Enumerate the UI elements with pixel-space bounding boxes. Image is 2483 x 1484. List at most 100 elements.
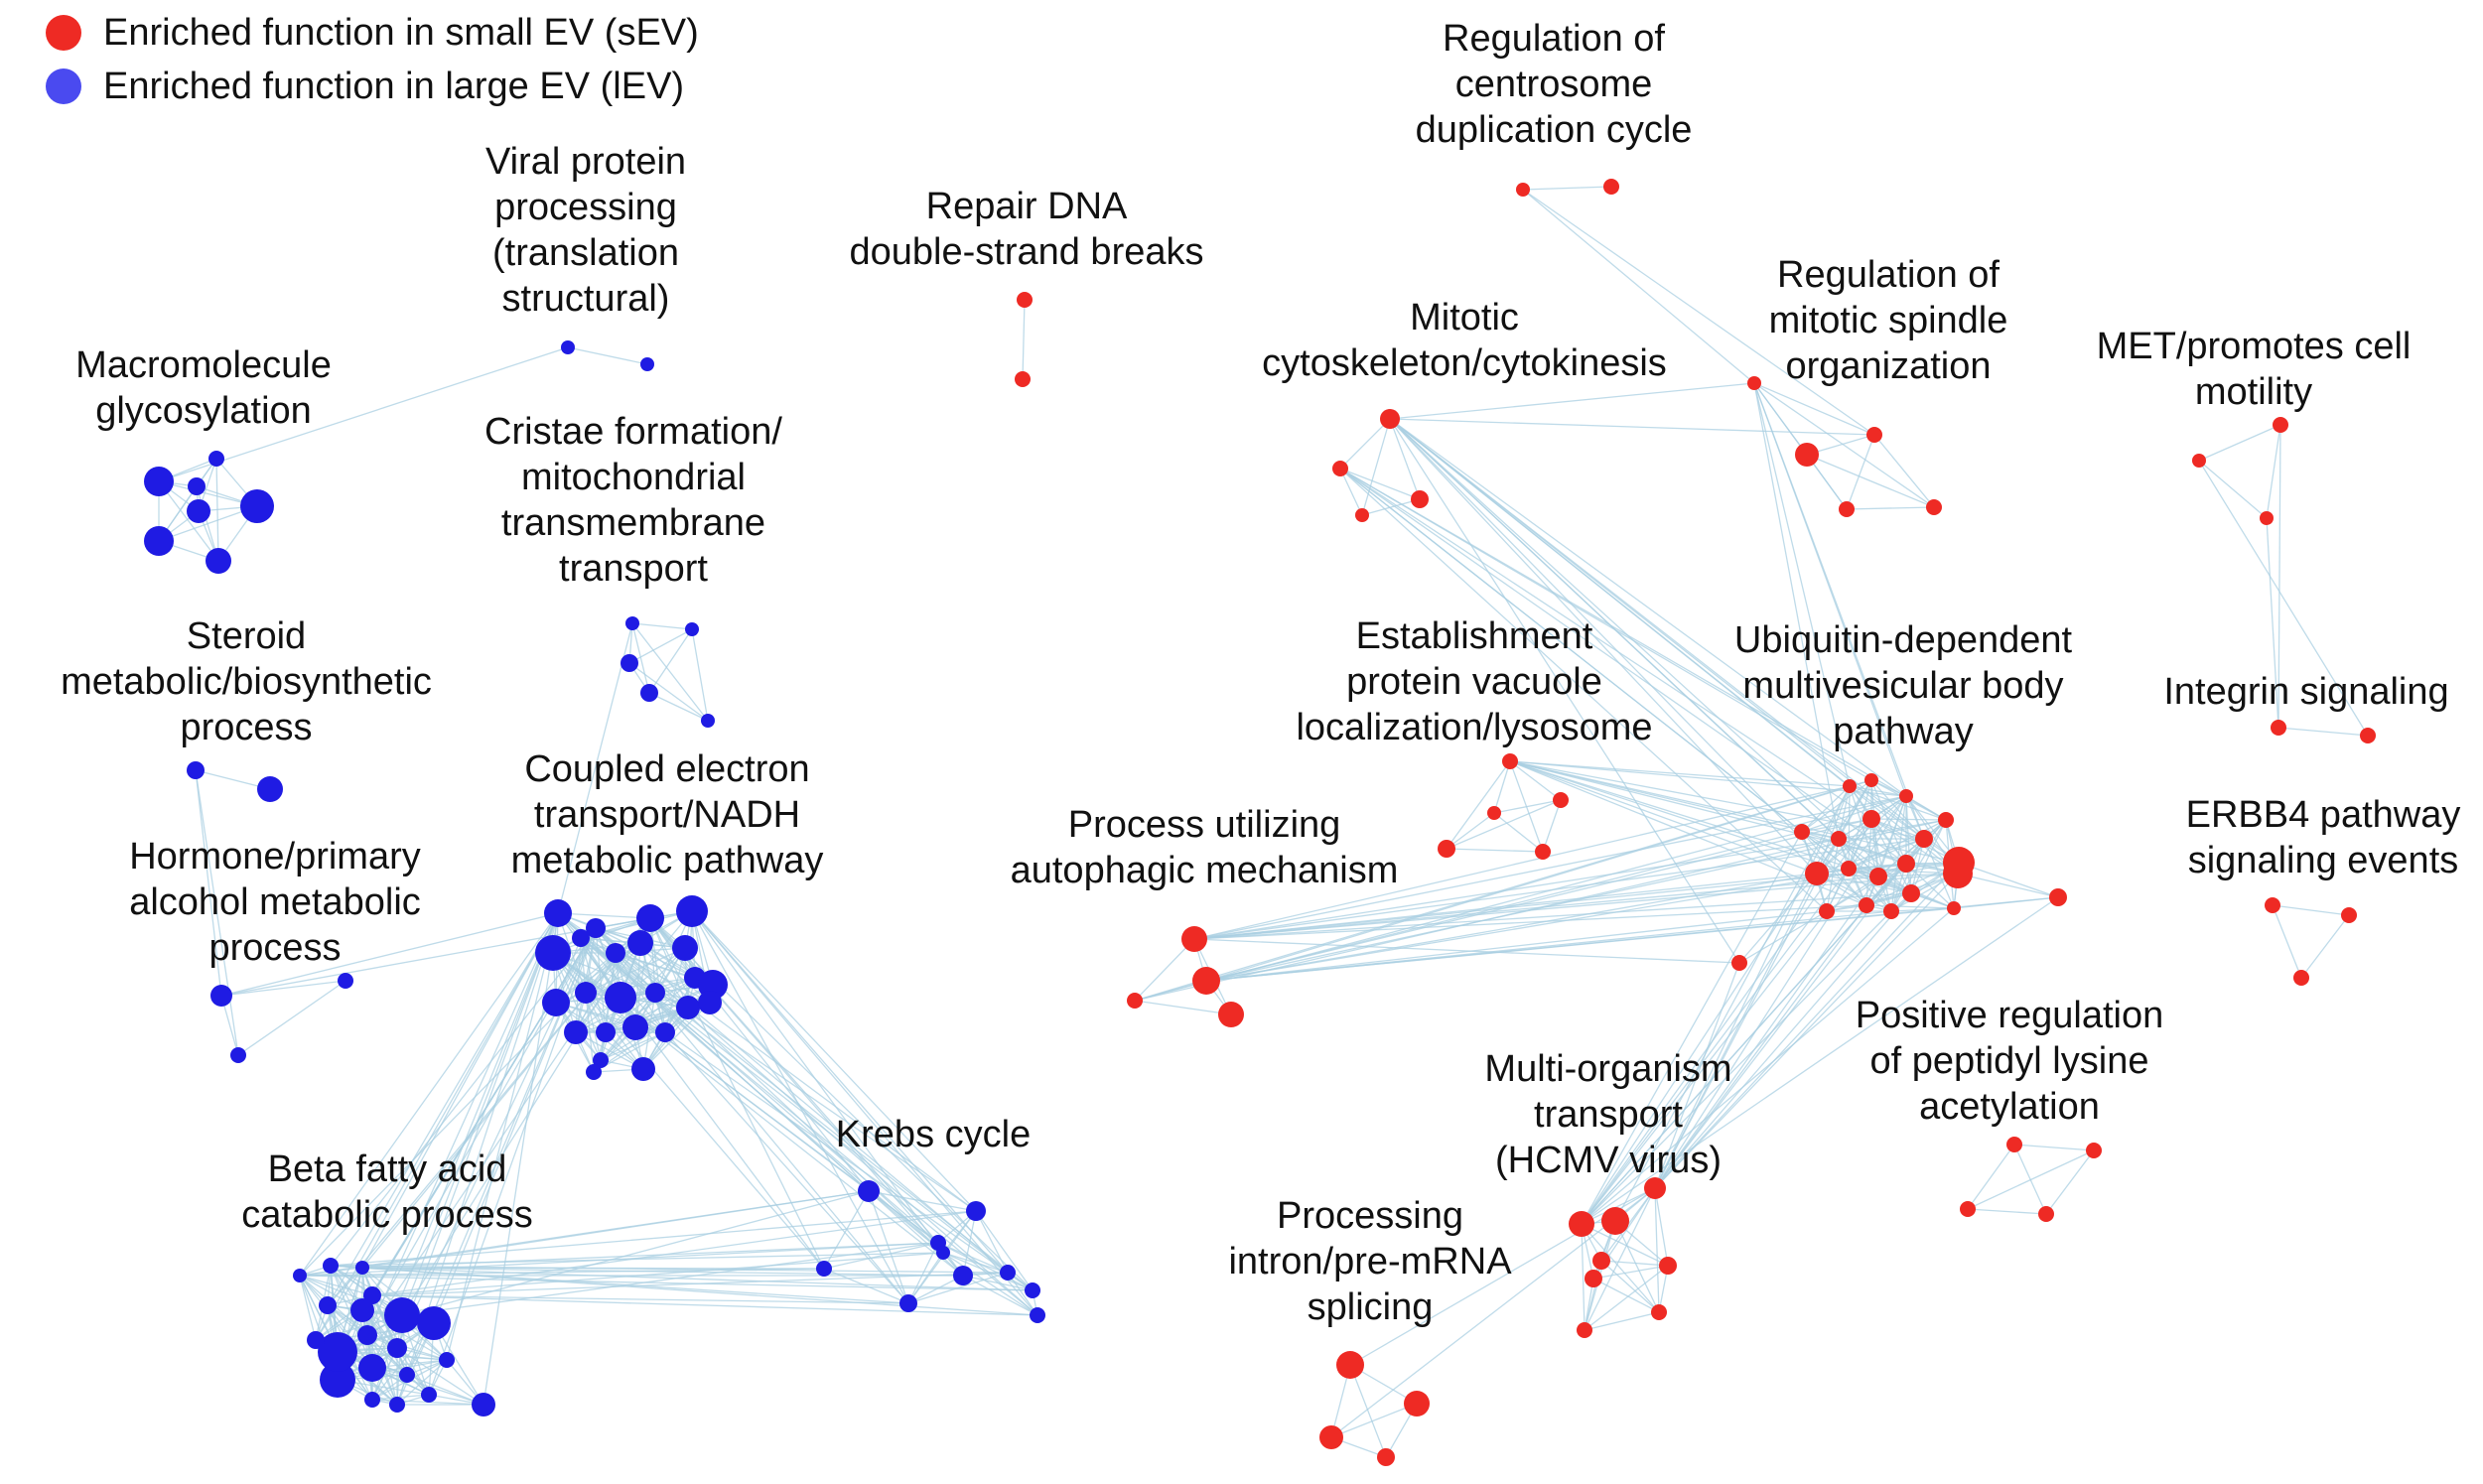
network-edge xyxy=(315,1267,363,1341)
network-edge xyxy=(1339,468,1850,870)
network-edge xyxy=(299,1275,373,1296)
network-edge xyxy=(195,769,239,1056)
network-edge xyxy=(595,927,1009,1274)
lev-node xyxy=(627,930,653,956)
network-edge xyxy=(691,910,944,1254)
sev-node xyxy=(1438,840,1455,858)
network-edge xyxy=(1826,863,1907,912)
sev-node xyxy=(1603,179,1619,195)
network-edge xyxy=(1581,1223,1660,1313)
sev-node xyxy=(1794,824,1810,840)
sev-node xyxy=(1795,443,1819,467)
sev-node xyxy=(1651,1304,1667,1320)
network-edge xyxy=(1509,760,1925,840)
lev-node xyxy=(655,1022,675,1042)
network-edge xyxy=(371,1210,977,1296)
lev-node xyxy=(319,1296,337,1314)
sev-node xyxy=(1380,409,1400,429)
network-edge xyxy=(1753,382,1851,787)
sev-node xyxy=(1866,427,1882,443)
sev-node xyxy=(1127,993,1143,1009)
lev-node xyxy=(605,982,636,1013)
sev-node xyxy=(1819,903,1835,919)
network-edge xyxy=(1205,819,1947,982)
lev-node xyxy=(535,935,571,971)
network-edge xyxy=(1584,1265,1669,1331)
lev-node xyxy=(318,1332,357,1372)
network-edge xyxy=(371,1394,430,1401)
sev-node xyxy=(1487,806,1501,820)
network-edge xyxy=(1022,299,1026,380)
network-edge xyxy=(1958,862,2059,898)
lev-node xyxy=(338,973,353,989)
network-edge xyxy=(1493,799,1562,814)
network-edge xyxy=(220,912,559,997)
network-edge xyxy=(1581,1223,1669,1267)
lev-node xyxy=(206,548,231,574)
legend: Enriched function in small EV (sEV) Enri… xyxy=(46,6,699,113)
network-edge xyxy=(1205,868,1850,982)
lev-node xyxy=(439,1352,455,1368)
network-edge xyxy=(1509,760,1867,906)
lev-node xyxy=(561,340,575,354)
sev-node xyxy=(1883,903,1899,919)
lev-node xyxy=(230,1047,246,1063)
lev-node xyxy=(858,1180,880,1202)
sev-node xyxy=(1926,499,1942,515)
sev-node xyxy=(1601,1207,1629,1235)
sev-node xyxy=(1859,897,1874,913)
sev-node xyxy=(1869,868,1887,885)
network-edge xyxy=(401,1242,939,1316)
lev-node xyxy=(621,654,638,672)
lev-node xyxy=(586,918,606,938)
lev-node xyxy=(210,985,232,1007)
network-edge xyxy=(1654,795,1907,1189)
network-edge xyxy=(1339,468,1363,516)
network-edge xyxy=(1330,1187,1656,1438)
network-edge xyxy=(1193,838,1840,940)
sev-node xyxy=(1938,812,1954,828)
legend-swatch-lev xyxy=(46,68,81,104)
network-edge xyxy=(1849,785,1879,877)
network-edge xyxy=(361,1309,448,1361)
sev-node xyxy=(1411,490,1429,508)
network-edge xyxy=(371,1252,944,1296)
lev-node xyxy=(899,1294,917,1312)
legend-label-lev: Enriched function in large EV (lEV) xyxy=(103,65,685,107)
lev-node xyxy=(564,1020,588,1044)
lev-node xyxy=(1030,1307,1045,1323)
network-edge xyxy=(1870,818,1960,864)
lev-node xyxy=(1000,1265,1016,1281)
sev-node xyxy=(1336,1351,1364,1379)
network-edge xyxy=(1446,799,1562,850)
network-edge xyxy=(1581,1187,1656,1225)
network-edge xyxy=(1134,785,1851,1002)
network-edge xyxy=(1614,1220,1660,1313)
network-edge xyxy=(1205,779,1872,982)
network-edge xyxy=(1584,1311,1660,1331)
network-edge xyxy=(1581,896,2059,1225)
lev-node xyxy=(631,1057,655,1081)
sev-node xyxy=(1843,779,1857,793)
network-edge xyxy=(1873,434,1935,508)
network-edge xyxy=(691,910,909,1304)
lev-node xyxy=(320,1362,355,1398)
network-edge xyxy=(1654,876,1879,1189)
network-edge xyxy=(595,927,944,1254)
network-edge xyxy=(1581,910,1828,1225)
network-edge xyxy=(2198,460,2268,519)
network-edge xyxy=(366,912,559,1336)
network-edge xyxy=(691,910,977,1212)
network-edge xyxy=(691,628,709,722)
network-edge xyxy=(1581,863,1907,1225)
sev-node xyxy=(1831,831,1847,847)
lev-node xyxy=(572,929,590,947)
legend-item-lev: Enriched function in large EV (lEV) xyxy=(46,60,699,113)
lev-node xyxy=(625,616,639,630)
network-edge xyxy=(1654,785,1851,1189)
lev-node xyxy=(544,899,572,927)
